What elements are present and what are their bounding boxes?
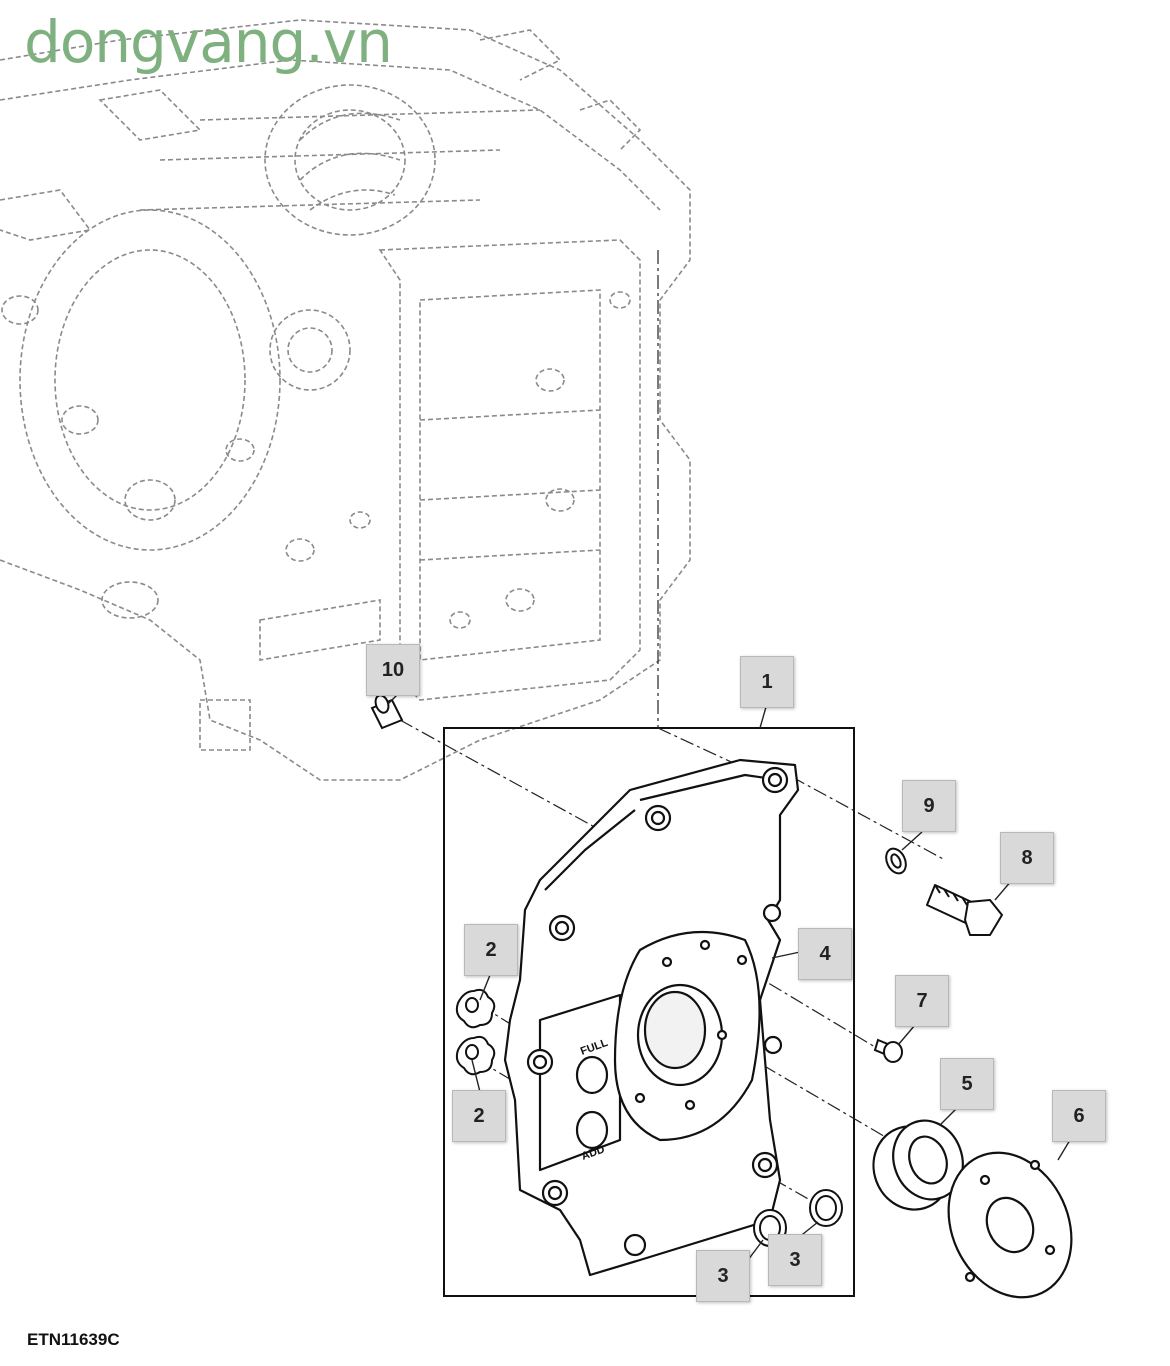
callout-2-upper: 2 (464, 924, 518, 976)
callout-1: 1 (740, 656, 794, 708)
transmission-housing (0, 19, 691, 781)
callout-2-lower: 2 (452, 1090, 506, 1142)
front-cover-plate (503, 758, 800, 1277)
o-ring-lower (455, 1035, 496, 1076)
dowel-pin (370, 694, 404, 730)
oil-seal (872, 1119, 964, 1211)
watermark: dongvang.vn (24, 8, 393, 76)
small-screw (873, 1038, 903, 1063)
plug-right (809, 1189, 843, 1227)
figure-id: ETN11639C (27, 1330, 120, 1349)
cap-screw (926, 884, 1003, 936)
o-ring-upper (455, 988, 496, 1029)
callout-3-left: 3 (696, 1250, 750, 1302)
callout-5: 5 (940, 1058, 994, 1110)
callout-10: 10 (366, 644, 420, 696)
callout-6: 6 (1052, 1090, 1106, 1142)
callout-7: 7 (895, 975, 949, 1027)
callout-4: 4 (798, 928, 852, 980)
washer (885, 847, 907, 875)
kit-box (443, 727, 855, 1297)
callout-3-right: 3 (768, 1234, 822, 1286)
seal-cover-plate (947, 1151, 1073, 1299)
callout-9: 9 (902, 780, 956, 832)
callout-8: 8 (1000, 832, 1054, 884)
